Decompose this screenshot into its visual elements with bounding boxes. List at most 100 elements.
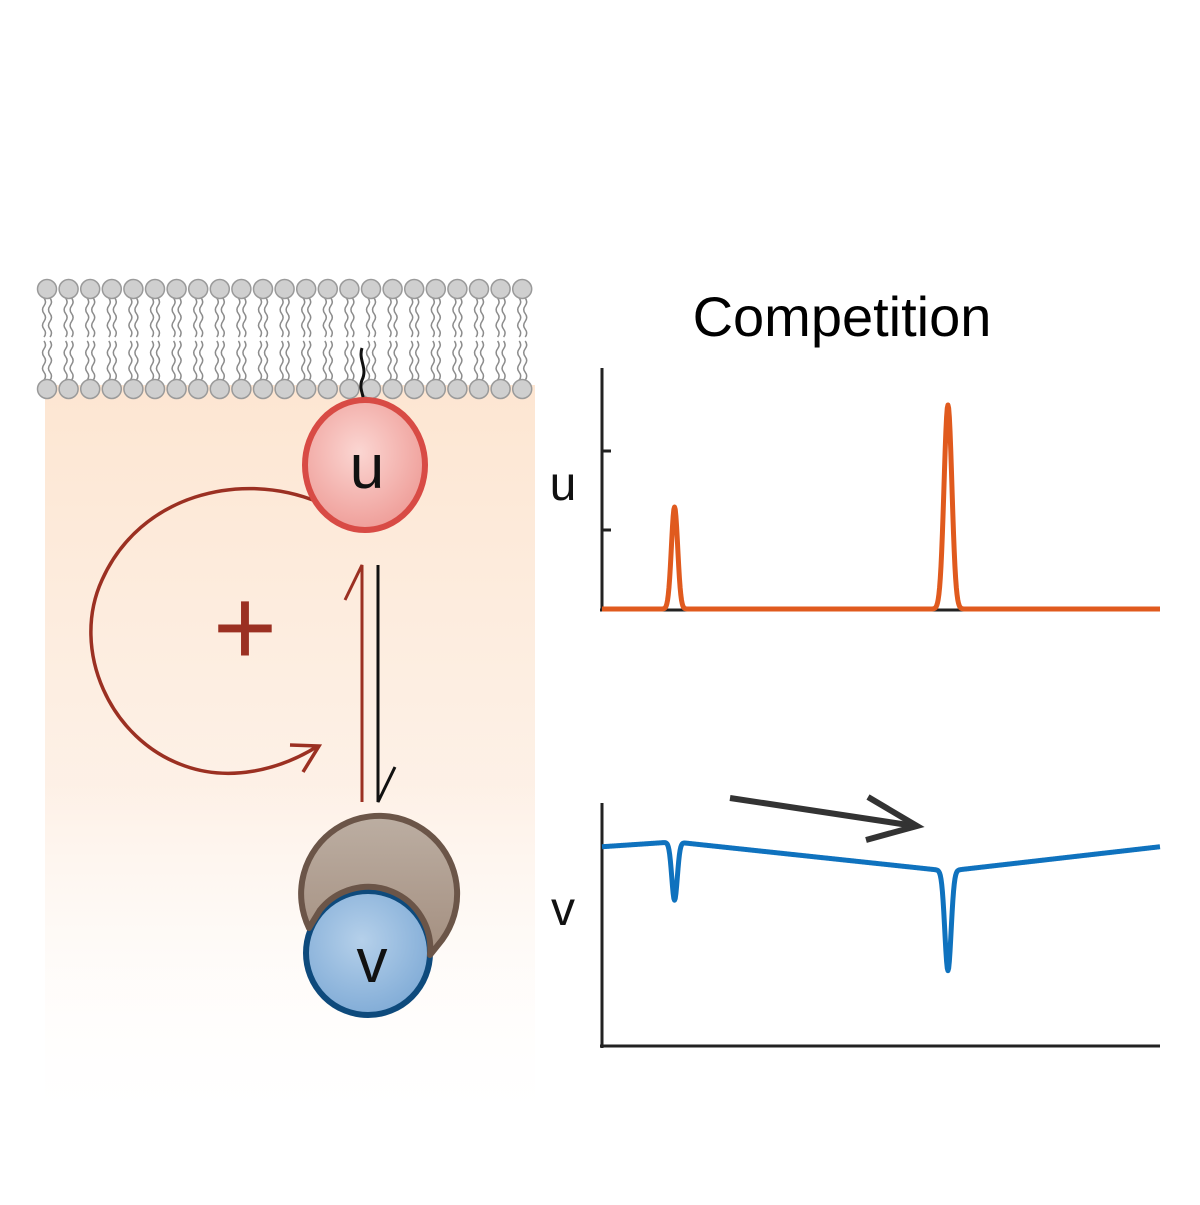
lipid-head [468, 278, 490, 300]
lipid-head [468, 378, 490, 400]
lipid-tail [430, 340, 436, 381]
lipid-tail [155, 340, 161, 381]
drift-arrowhead-icon [865, 794, 925, 843]
lipid-tail [365, 297, 371, 338]
lipid-tail [171, 340, 176, 381]
v-series-line [600, 840, 1162, 974]
lipid-tail [344, 340, 349, 381]
lipid-tail [501, 340, 506, 381]
lipid-tail [522, 340, 528, 381]
lipid-head [317, 278, 339, 300]
lipid-tail [328, 340, 334, 381]
lipid-tail [285, 340, 290, 381]
lipid-tail [171, 297, 176, 338]
lipid-tail [69, 297, 74, 338]
lipid-tail [47, 297, 53, 338]
lipid-head [166, 278, 187, 300]
lipid-tail [41, 340, 47, 381]
lipid-head [58, 278, 79, 300]
lipid-head [339, 378, 360, 400]
lipid-tail [473, 297, 479, 338]
lipid-tail [371, 297, 377, 338]
lipid-tail [134, 340, 139, 381]
lipid-tail [220, 340, 226, 381]
lipid-head [144, 378, 166, 400]
lipid-tail [149, 340, 155, 381]
lipid-tail [263, 297, 269, 338]
lipid-tail [408, 340, 414, 381]
u-series-line [600, 402, 1162, 612]
lipid-tail [112, 297, 118, 338]
lipid-head [403, 278, 425, 300]
top-plot: u [550, 368, 1162, 612]
lipid-tail [328, 297, 334, 338]
top-plot-ylabel: u [550, 458, 577, 511]
lipid-tail [495, 297, 500, 338]
reverse-arrow [376, 565, 397, 803]
lipid-tail [393, 297, 398, 338]
lipid-tail [214, 297, 220, 338]
lipid-tail [47, 340, 53, 381]
lipid-tail [90, 340, 96, 381]
lipid-tail [242, 340, 247, 381]
lipid-tail [214, 340, 220, 381]
lipid-tail [128, 297, 133, 338]
lipid-head [101, 378, 123, 400]
lipid-head [295, 278, 317, 300]
lipid-tail [257, 340, 263, 381]
lipid-tail [479, 297, 485, 338]
lipid-tail [344, 297, 349, 338]
lipid-tail [408, 297, 414, 338]
lipid-tail [414, 340, 420, 381]
node-u: u [302, 397, 428, 533]
reversible-reaction-arrows [343, 564, 397, 803]
lipid-tail [192, 340, 198, 381]
lipid-tail [516, 297, 522, 338]
lipid-tail [84, 340, 90, 381]
lipid-head [360, 378, 382, 400]
lipid-tail [350, 297, 355, 338]
lipid-tail [285, 297, 290, 338]
lipid-tail [522, 297, 528, 338]
lipid-head [36, 378, 58, 400]
lipid-tail [300, 297, 306, 338]
lipid-tail [63, 297, 68, 338]
lipid-head [58, 378, 79, 400]
node-u-label: u [350, 433, 384, 502]
lipid-tail [322, 340, 328, 381]
lipid-head [252, 378, 274, 400]
lipid-tail [84, 297, 90, 338]
lipid-tail [473, 340, 479, 381]
lipid-tail [300, 340, 306, 381]
lipid-tail [279, 297, 284, 338]
lipid-tail [501, 297, 506, 338]
lipid-tail [41, 297, 47, 338]
lipid-head [36, 278, 58, 300]
node-u-circle [302, 397, 428, 533]
lipid-head [360, 278, 382, 300]
lipid-tail [236, 297, 241, 338]
lipid-tail [112, 340, 118, 381]
panel-title: Competition [693, 285, 992, 348]
lipid-tail [387, 297, 392, 338]
lipid-head [79, 378, 101, 400]
lipid-tail [236, 340, 241, 381]
lipid-head [425, 278, 447, 300]
lipid-tail [69, 340, 74, 381]
lipid-tail [134, 297, 139, 338]
lipid-tail [198, 297, 204, 338]
lipid-tail [279, 340, 284, 381]
lipid-tail [306, 297, 312, 338]
lipid-head [382, 378, 403, 400]
feedback-arc [89, 486, 319, 776]
lipid-tail [458, 340, 463, 381]
lipid-tail [516, 340, 522, 381]
lipid-head [123, 278, 144, 300]
lipid-tail [452, 297, 457, 338]
lipid-tail [350, 340, 355, 381]
lipid-tail [257, 297, 263, 338]
lipid-tail [128, 340, 133, 381]
lipid-head [79, 278, 101, 300]
drift-arrow [729, 794, 925, 843]
